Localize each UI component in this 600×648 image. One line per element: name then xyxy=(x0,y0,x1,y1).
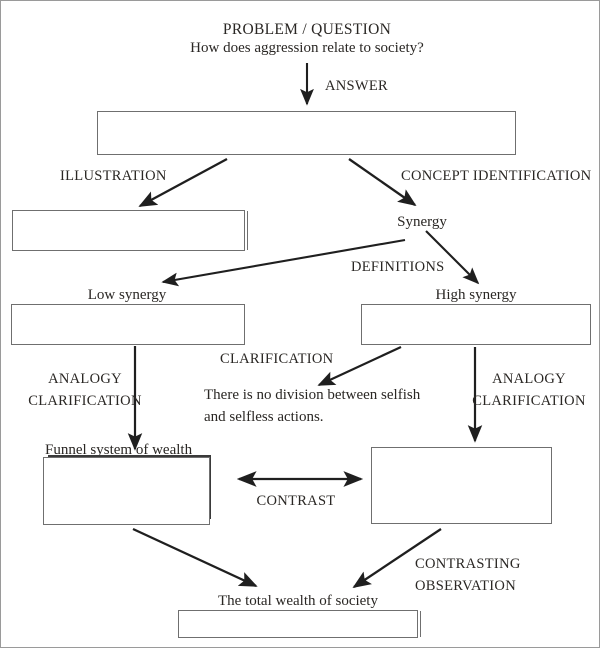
label-low-synergy: Low synergy xyxy=(87,287,167,303)
high-synergy-box[interactable] xyxy=(361,304,591,345)
label-concept-identification: CONCEPT IDENTIFICATION xyxy=(401,168,592,184)
label-illustration: ILLUSTRATION xyxy=(60,168,167,184)
clarification-statement-line1: There is no division between selfish xyxy=(204,387,421,403)
label-clarification: CLARIFICATION xyxy=(220,351,334,367)
label-analogy-right-line2: CLARIFICATION xyxy=(472,393,586,409)
clarification-statement-line2: and selfless actions. xyxy=(204,409,324,425)
funnel-system-box[interactable] xyxy=(43,457,210,525)
page-title: PROBLEM / QUESTION xyxy=(222,21,392,38)
label-contrast: CONTRAST xyxy=(256,493,336,509)
label-definitions: DEFINITIONS xyxy=(351,259,445,275)
contrast-right-box[interactable] xyxy=(371,447,552,524)
label-answer: ANSWER xyxy=(325,78,389,94)
label-analogy-right-line1: ANALOGY xyxy=(492,371,566,387)
answer-box[interactable] xyxy=(97,111,516,155)
illustration-box[interactable] xyxy=(12,210,245,251)
label-analogy-left-line1: ANALOGY xyxy=(48,371,122,387)
label-contrasting-observation-line1: CONTRASTING xyxy=(415,556,521,572)
label-high-synergy: High synergy xyxy=(435,287,517,303)
connector-funnel-to-total-wealth xyxy=(132,527,258,588)
label-total-wealth: The total wealth of society xyxy=(218,593,378,609)
label-contrasting-observation-line2: OBSERVATION xyxy=(415,578,516,594)
question-text: How does aggression relate to society? xyxy=(190,40,424,56)
label-funnel-system: Funnel system of wealth xyxy=(45,442,193,458)
total-wealth-box[interactable] xyxy=(178,610,418,638)
label-analogy-left-line2: CLARIFICATION xyxy=(28,393,142,409)
low-synergy-box[interactable] xyxy=(11,304,245,345)
label-synergy: Synergy xyxy=(397,214,447,230)
